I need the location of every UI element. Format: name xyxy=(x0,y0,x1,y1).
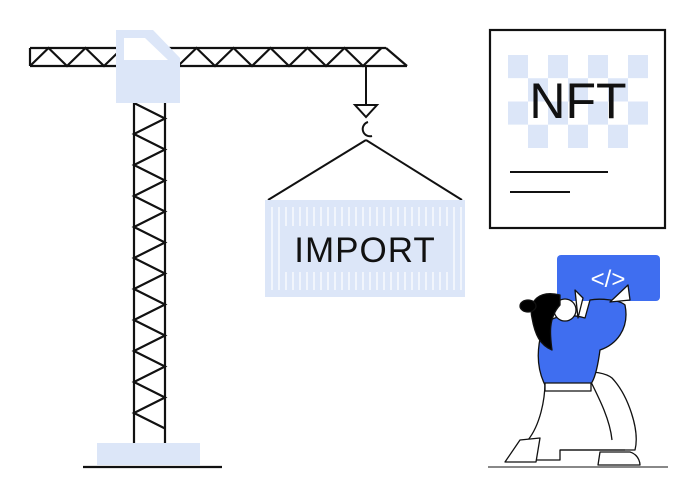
checker-cell xyxy=(588,124,608,148)
checker-cell xyxy=(608,55,628,79)
code-card xyxy=(557,255,660,301)
checker-cell xyxy=(548,101,568,125)
person-figure xyxy=(504,284,641,466)
checker-cell xyxy=(568,55,588,79)
checker-cell xyxy=(548,78,568,102)
checker-cell xyxy=(528,78,548,102)
checker-cell xyxy=(588,78,608,102)
crane-cab xyxy=(116,30,180,103)
checker-cell xyxy=(568,101,588,125)
checker-cell xyxy=(508,78,528,102)
checker-cell xyxy=(528,55,548,79)
checker-cell xyxy=(568,124,588,148)
checker-cell xyxy=(508,55,528,79)
checker-cell xyxy=(548,55,568,79)
checker-cell xyxy=(548,124,568,148)
nft-poster xyxy=(488,28,667,230)
checker-cell xyxy=(508,101,528,125)
crane-hook xyxy=(267,66,463,201)
crane-jib xyxy=(28,46,408,68)
checker-cell xyxy=(628,55,648,79)
container-label: IMPORT xyxy=(294,231,435,270)
checker-cell xyxy=(628,124,648,148)
checker-cell xyxy=(588,101,608,125)
checker-cell xyxy=(528,101,548,125)
crane-base xyxy=(97,443,200,465)
nft-label: NFT xyxy=(529,73,626,129)
checker-cell xyxy=(508,124,528,148)
checker-cell xyxy=(628,78,648,102)
checker-cell xyxy=(588,55,608,79)
checker-cell xyxy=(628,101,648,125)
code-icon: </> xyxy=(591,266,626,293)
checker-cell xyxy=(608,124,628,148)
checker-cell xyxy=(608,78,628,102)
crane-tower xyxy=(131,100,168,443)
checker-cell xyxy=(528,124,548,148)
checker-cell xyxy=(568,78,588,102)
checker-cell xyxy=(608,101,628,125)
import-container xyxy=(265,200,465,297)
